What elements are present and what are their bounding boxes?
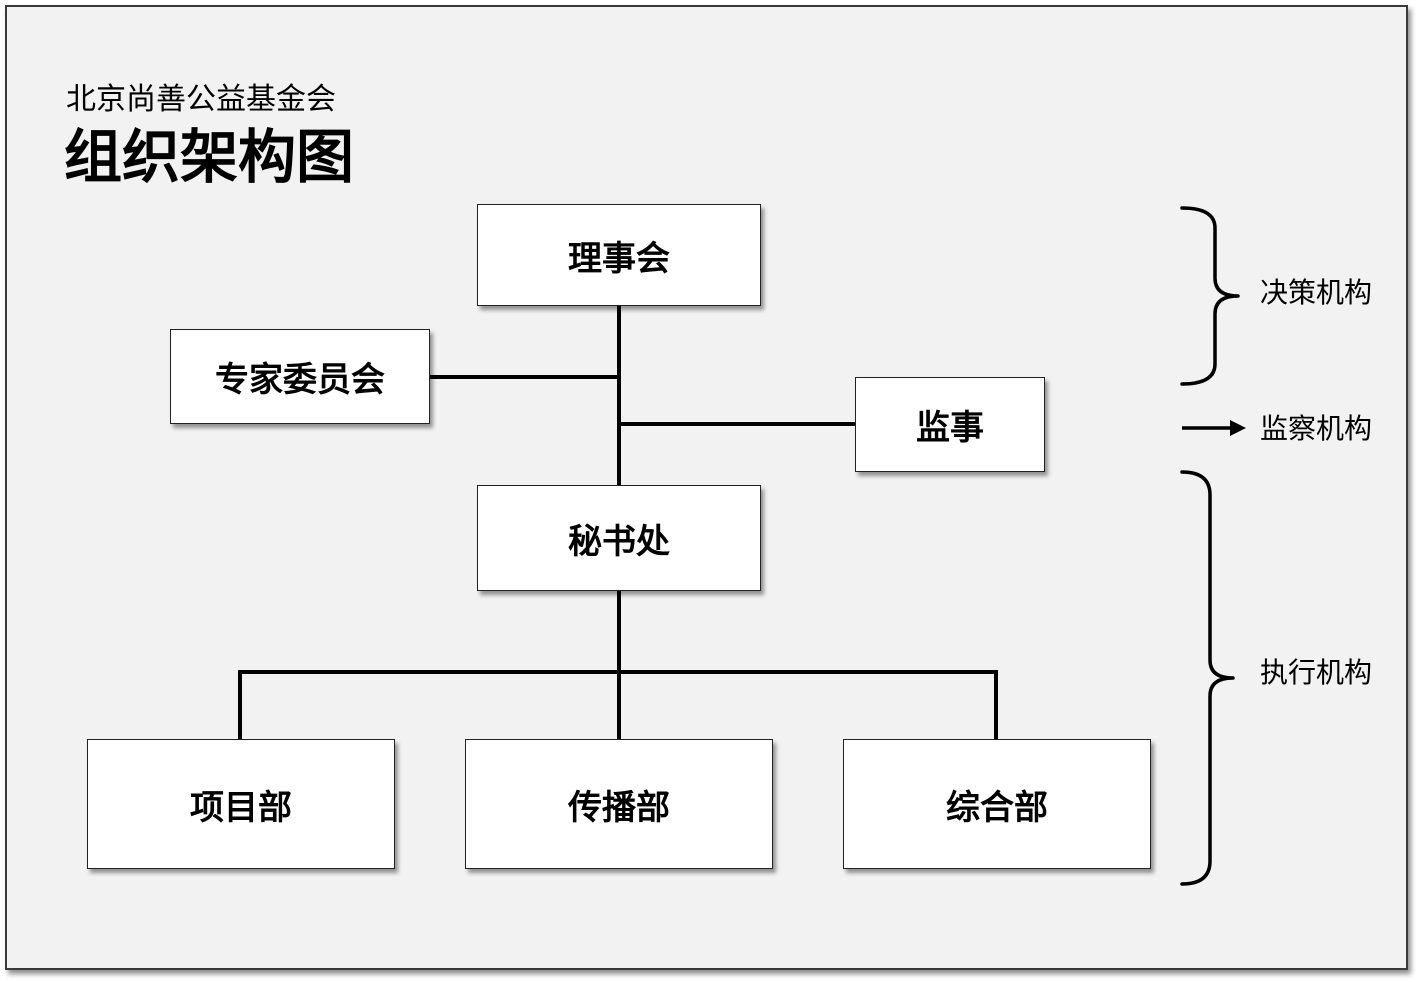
execution-body-label: 执行机构 bbox=[1260, 656, 1373, 689]
organization-name: 北京尚善公益基金会 bbox=[66, 82, 336, 117]
projects-department-node: 项目部 bbox=[87, 739, 395, 869]
chart-title: 组织架构图 bbox=[64, 123, 355, 191]
supervisor-node: 监事 bbox=[855, 377, 1045, 472]
communication-department-node: 传播部 bbox=[465, 739, 773, 869]
board-node: 理事会 bbox=[477, 204, 761, 306]
secretariat-node: 秘书处 bbox=[477, 485, 761, 591]
decision-body-label: 决策机构 bbox=[1260, 276, 1373, 309]
general-department-node: 综合部 bbox=[843, 739, 1151, 869]
supervision-body-label: 监察机构 bbox=[1260, 412, 1373, 445]
experts-committee-node: 专家委员会 bbox=[170, 329, 430, 424]
